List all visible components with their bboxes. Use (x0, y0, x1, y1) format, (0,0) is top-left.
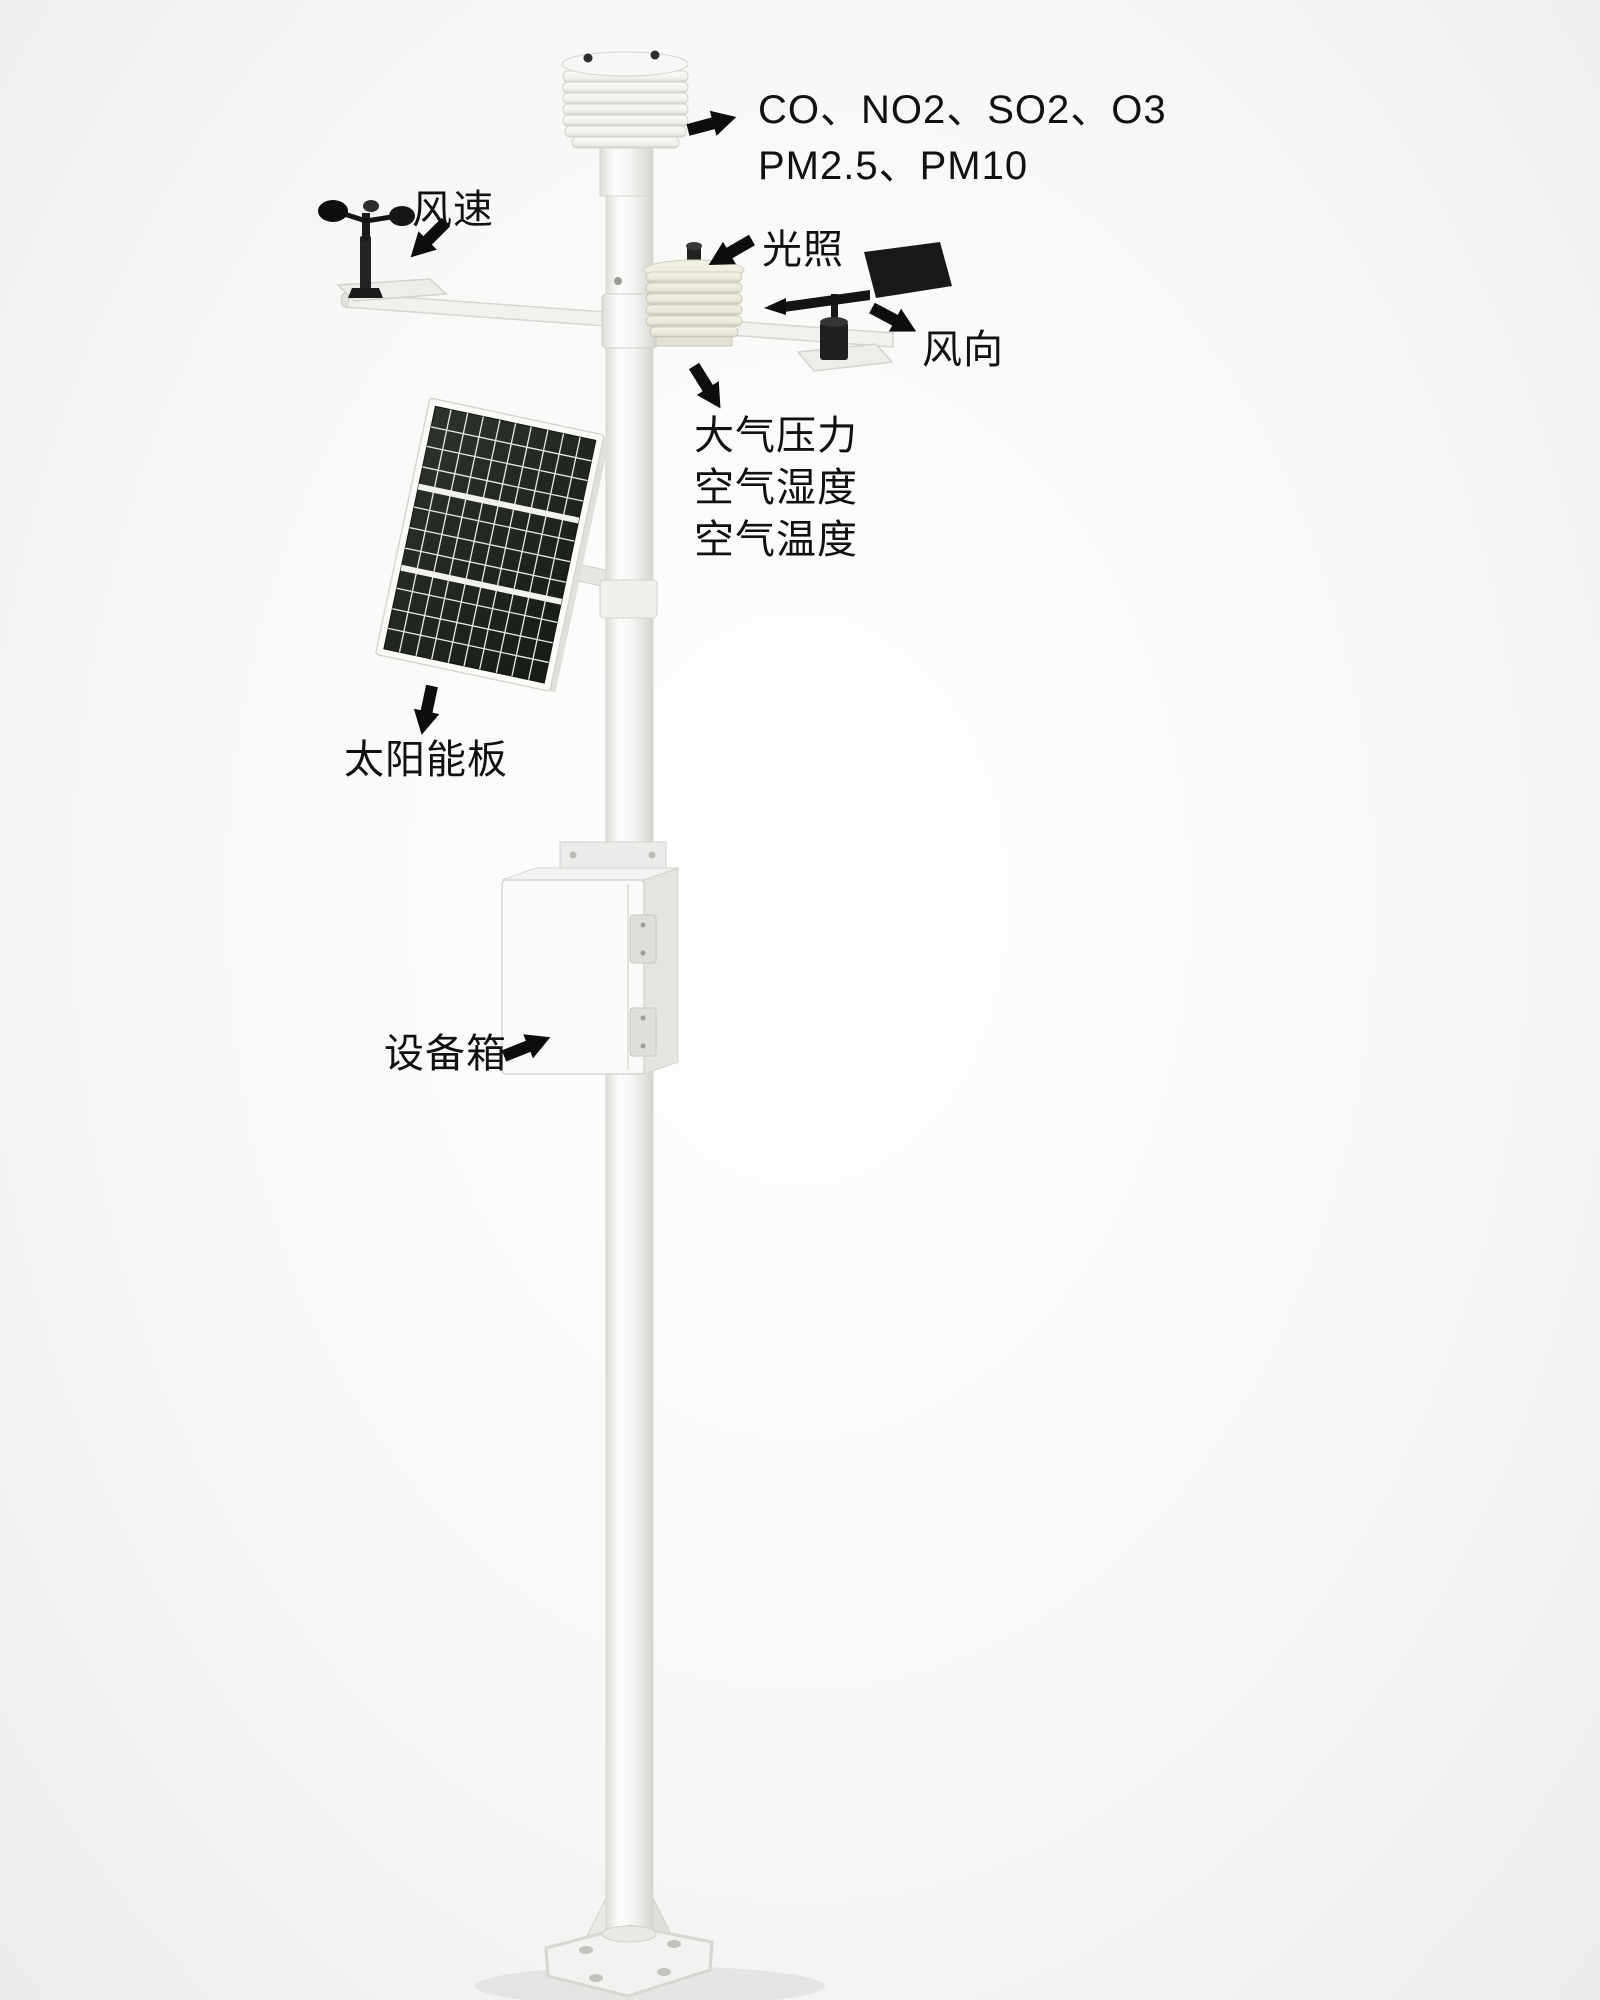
bolt-hole-icon (579, 1946, 593, 1954)
box-hinge-icon (629, 914, 657, 964)
bolt-hole-icon (589, 1974, 603, 1982)
arrow-pressure-icon (682, 359, 732, 416)
anemometer-cup-icon (363, 200, 379, 212)
box-hinge-icon (629, 1007, 657, 1057)
anemometer (318, 200, 415, 298)
vane-tail-fin-icon (864, 242, 952, 298)
solar-panel (375, 397, 610, 693)
wind-direction-label: 风向 (922, 328, 1004, 372)
atmos-label: 大气压力 空气湿度 空气温度 (694, 410, 858, 566)
anemometer-cup-icon (389, 206, 415, 226)
shield-bolt-icon (583, 53, 593, 63)
vane-nose-icon (764, 298, 786, 315)
light-label: 光照 (762, 228, 844, 272)
base-plate (544, 1897, 714, 1998)
bolt-hole-icon (667, 1940, 681, 1948)
solar-grid-lines (388, 426, 592, 664)
bolt-hole-icon (657, 1968, 671, 1976)
gas-label-line1: CO、NO2、SO2、O3 (758, 88, 1167, 132)
gas-label-line2: PM2.5、PM10 (758, 144, 1029, 188)
equipment-box-label: 设备箱 (384, 1032, 507, 1076)
arrow-solar-icon (408, 683, 445, 738)
radiation-shield (561, 50, 689, 197)
light-sensor-knob-icon (686, 242, 702, 250)
humidity-label: 空气湿度 (694, 466, 858, 510)
pole-hole (614, 277, 622, 285)
temperature-label: 空气温度 (694, 518, 858, 562)
equipment-box (501, 867, 679, 1075)
wind-vane (764, 242, 952, 360)
light-sensor-shield (643, 242, 745, 347)
pressure-label: 大气压力 (694, 414, 858, 458)
arrow-gas-icon (684, 104, 740, 143)
panel-clamp (599, 579, 658, 619)
box-bracket (559, 841, 667, 869)
solar-panel-label: 太阳能板 (344, 738, 508, 782)
anemometer-cup-icon (318, 200, 348, 222)
wind-speed-label: 风速 (412, 188, 494, 232)
gas-label: CO、NO2、SO2、O3 PM2.5、PM10 (758, 82, 1167, 194)
shield-bolt-icon (650, 50, 660, 60)
